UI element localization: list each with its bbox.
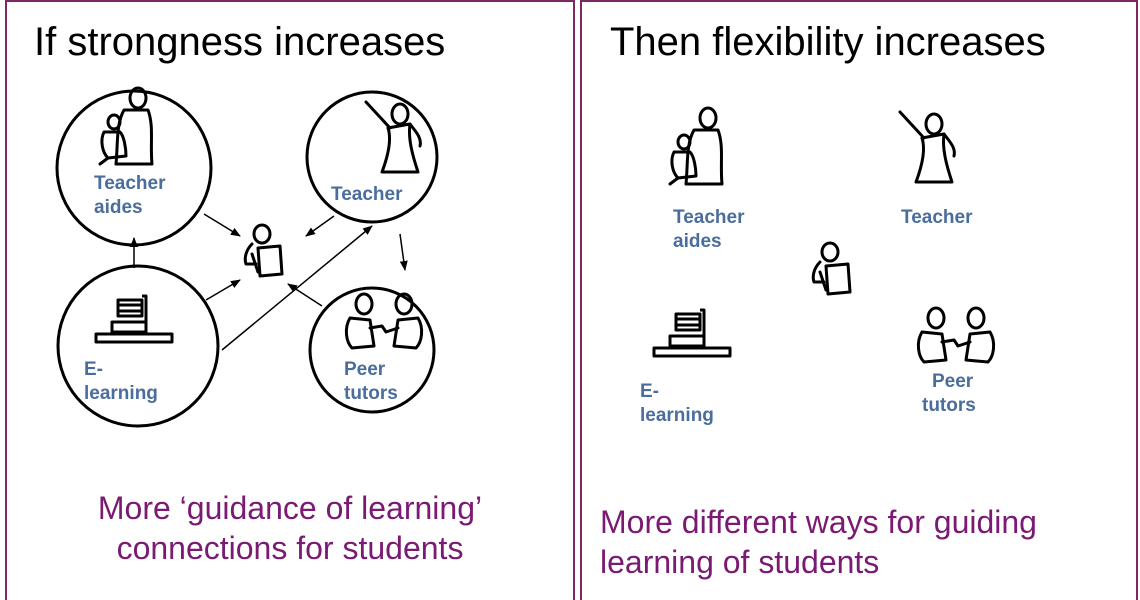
right-panel xyxy=(580,0,1138,600)
teacher-circle xyxy=(305,90,439,224)
left-caption: More ‘guidance of learning’ connections … xyxy=(97,490,483,566)
computer-figure-right xyxy=(652,308,732,358)
left-title: If strongness increases xyxy=(34,20,446,64)
teacher-aide-figure-right xyxy=(668,106,724,186)
right-caption: More different ways for guiding learning… xyxy=(600,504,1037,580)
peer-tutors-figure-right xyxy=(916,306,996,364)
computer-figure xyxy=(94,294,174,344)
arrow-elearning-to-student xyxy=(205,279,241,301)
left-panel xyxy=(5,0,575,600)
student-figure-right xyxy=(811,241,852,296)
label-teacher-aides: Teacher aides xyxy=(94,173,166,218)
label-teacher: Teacher xyxy=(331,184,403,205)
teacher-figure-right xyxy=(898,110,956,184)
teacher-aide-figure xyxy=(98,86,154,166)
label-teacher-aides-right: Teacher aides xyxy=(673,207,745,252)
label-peer-tutors-right: Peer tutors xyxy=(922,371,976,416)
label-elearning: E- learning xyxy=(84,359,158,404)
peer-tutors-circle xyxy=(308,286,436,414)
label-elearning-right: E- learning xyxy=(640,381,714,426)
teacher-figure xyxy=(364,100,422,174)
elearning-circle xyxy=(56,264,220,428)
arrow-elearning-to-teacher xyxy=(221,225,373,351)
label-peer-tutors: Peer tutors xyxy=(344,359,398,404)
arrow-teacher-to-student xyxy=(305,215,335,237)
teacher-aides-circle xyxy=(55,89,213,247)
arrow-teacher-to-peers xyxy=(399,233,408,271)
arrow-aides-to-student xyxy=(203,213,241,237)
label-teacher-right: Teacher xyxy=(901,207,973,228)
student-figure xyxy=(243,223,284,278)
arrow-peers-to-student xyxy=(287,283,323,307)
right-title: Then flexibility increases xyxy=(610,20,1046,64)
